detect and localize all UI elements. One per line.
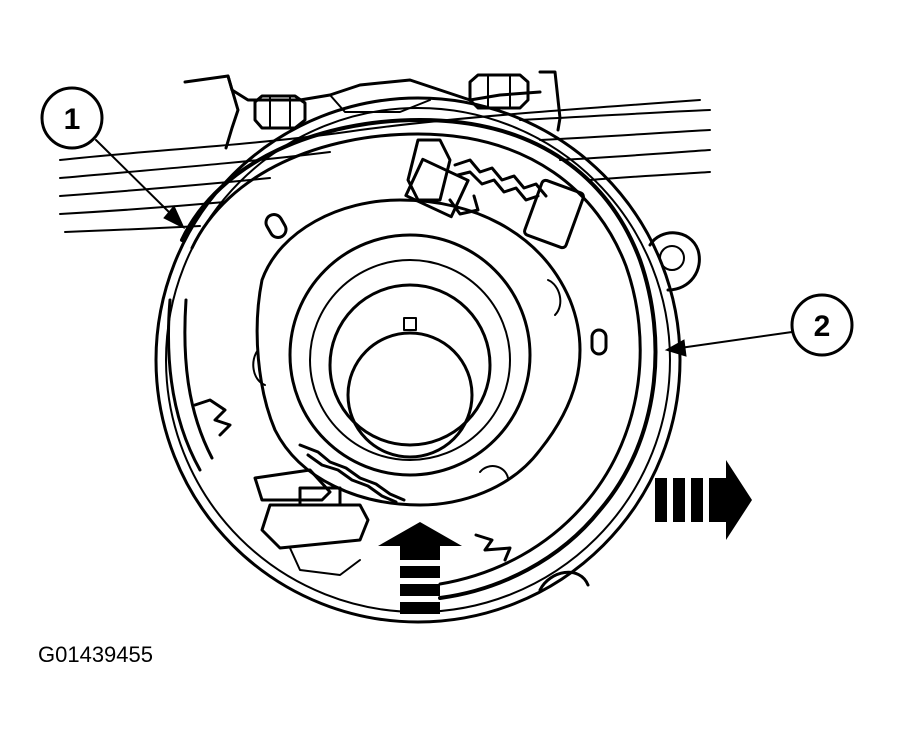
callout-2-label: 2 bbox=[814, 310, 831, 343]
figure-id: G01439455 bbox=[38, 642, 153, 667]
direction-arrow-right-icon bbox=[655, 460, 752, 540]
callout-2-leader bbox=[679, 331, 793, 349]
bolt-right bbox=[468, 73, 530, 110]
callout-1-arrowhead bbox=[163, 205, 186, 230]
callout-1-label: 1 bbox=[64, 103, 81, 136]
bolt-left bbox=[253, 94, 307, 130]
direction-arrow-up-icon bbox=[378, 522, 462, 614]
axle-hub bbox=[252, 198, 582, 507]
adjuster-spring-top bbox=[404, 138, 585, 250]
retaining-clips bbox=[193, 398, 512, 562]
adjuster-spring-bottom bbox=[253, 443, 406, 576]
callout-2-arrowhead bbox=[664, 339, 687, 357]
callout-2: 2 bbox=[664, 293, 854, 357]
callout-1: 1 bbox=[40, 86, 186, 230]
brake-shoe-ring bbox=[167, 118, 658, 600]
callout-1-leader bbox=[95, 139, 176, 219]
